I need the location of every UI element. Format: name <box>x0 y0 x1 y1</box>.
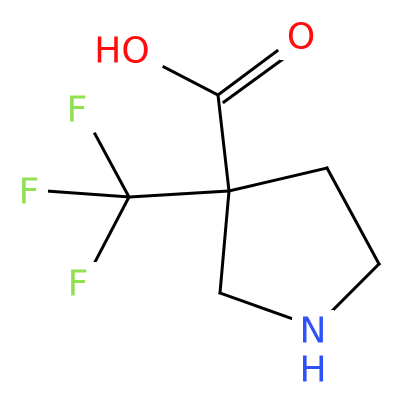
carboxyl-carbon-to-carbonyl-oxygen-bond-b <box>221 56 286 105</box>
ring-bottom-carbon-to-quaternary-carbon-bond <box>218 189 231 295</box>
hydroxyl-label-background <box>82 28 162 74</box>
carbonyl-oxygen-label: O <box>287 17 315 58</box>
quaternary-carbon-to-trifluoromethyl-carbon-bond <box>127 189 231 199</box>
carboxyl-carbon-to-hydroxyl-bond <box>161 64 221 98</box>
fluorine-bottom-label: F <box>68 264 89 305</box>
carboxyl-carbon-to-carbonyl-oxygen-bond-a <box>215 48 280 98</box>
ring-nitrogen-label-background <box>292 310 334 392</box>
trifluoromethyl-carbon-to-fluorine-middle-bond <box>44 189 131 199</box>
ring-top-carbon-to-ring-right-carbon-bond <box>324 165 382 267</box>
ring-nitrogen-hydrogen-label: H <box>299 350 326 391</box>
fluorine-middle-label-background <box>10 170 48 214</box>
carbonyl-oxygen-label-background <box>280 14 322 60</box>
bond-layer <box>44 48 382 321</box>
trifluoromethyl-carbon-to-fluorine-top-bond <box>92 131 132 200</box>
ring-right-carbon-to-nitrogen-bond <box>328 261 382 315</box>
fluorine-top-label-background <box>58 88 96 132</box>
fluorine-bottom-label-background <box>59 262 97 306</box>
fluorine-top-label: F <box>67 90 88 131</box>
trifluoromethyl-carbon-to-fluorine-bottom-bond <box>92 194 132 265</box>
nitrogen-to-ring-bottom-carbon-bond <box>218 291 295 321</box>
fluorine-middle-label: F <box>19 172 40 213</box>
atom-label-layer: HO O F F F N H <box>10 14 334 392</box>
ring-nitrogen-label: N <box>300 311 327 352</box>
hydroxyl-label: HO <box>94 31 149 72</box>
quaternary-carbon-to-ring-top-carbon-bond <box>227 166 329 193</box>
quaternary-carbon-to-carboxyl-carbon-bond <box>216 93 231 193</box>
